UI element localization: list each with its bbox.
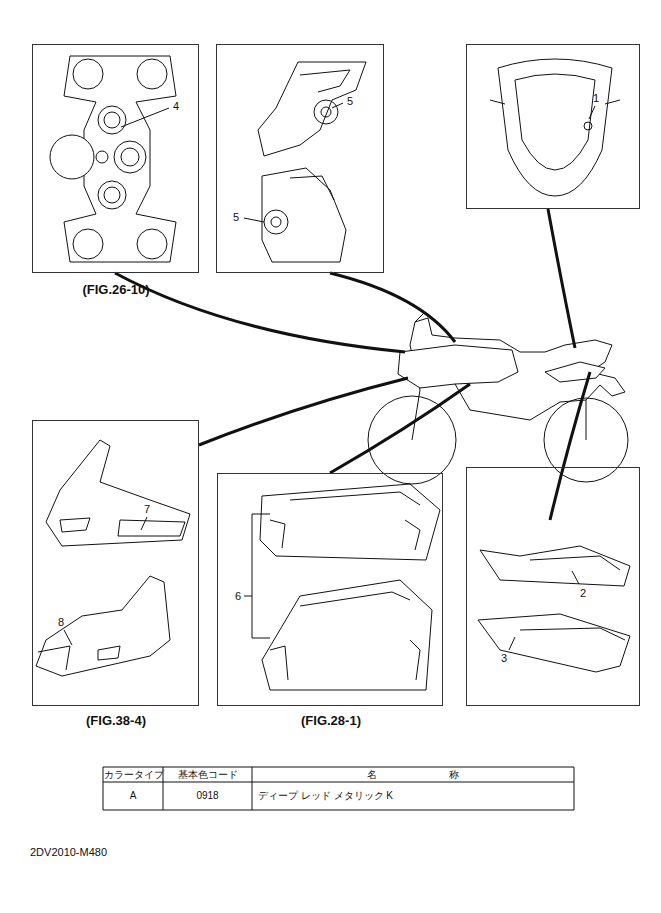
table-header: カラータイプ — [104, 769, 162, 780]
figure-panel: 4(FIG.26-10) — [32, 44, 199, 273]
callout-number: 5 — [233, 211, 245, 224]
figure-reference: (FIG.26-10) — [41, 282, 191, 298]
drawing-code: 2DV2010-M480 — [30, 846, 230, 859]
callout-number: 6 — [235, 590, 247, 603]
callout-number: 3 — [501, 652, 513, 665]
figure-panel: 23 — [466, 467, 640, 706]
figure-panel: 6(FIG.28-1) — [217, 473, 443, 706]
seat-cowl — [490, 59, 620, 196]
callout-number: 7 — [144, 503, 156, 516]
callout-number: 8 — [58, 616, 70, 629]
callout-number: 4 — [173, 100, 185, 113]
table-grid — [103, 767, 574, 810]
callout-number: 5 — [347, 95, 359, 108]
table-cell: ディープ レッド メタリック K — [258, 790, 568, 802]
table-cell: A — [104, 790, 162, 802]
table-header: 名 称 — [253, 769, 573, 780]
callout-number: 2 — [580, 587, 592, 600]
front-fairings — [36, 440, 190, 676]
figure-panel: 1 — [466, 44, 640, 209]
figure-panel: 78(FIG.38-4) — [32, 420, 199, 706]
tank-covers — [260, 484, 440, 690]
side-cowls — [258, 62, 366, 262]
handle-crown — [50, 56, 176, 262]
table-cell: 0918 — [164, 790, 251, 802]
figure-reference: (FIG.28-1) — [256, 713, 406, 729]
motorcycle — [368, 312, 628, 484]
callout-leaders — [64, 103, 595, 650]
figure-reference: (FIG.38-4) — [41, 713, 191, 729]
table-header: 基本色コード — [164, 769, 251, 780]
callout-number: 1 — [593, 92, 605, 105]
side-covers — [478, 546, 630, 672]
figure-panel: 55 — [216, 44, 384, 273]
